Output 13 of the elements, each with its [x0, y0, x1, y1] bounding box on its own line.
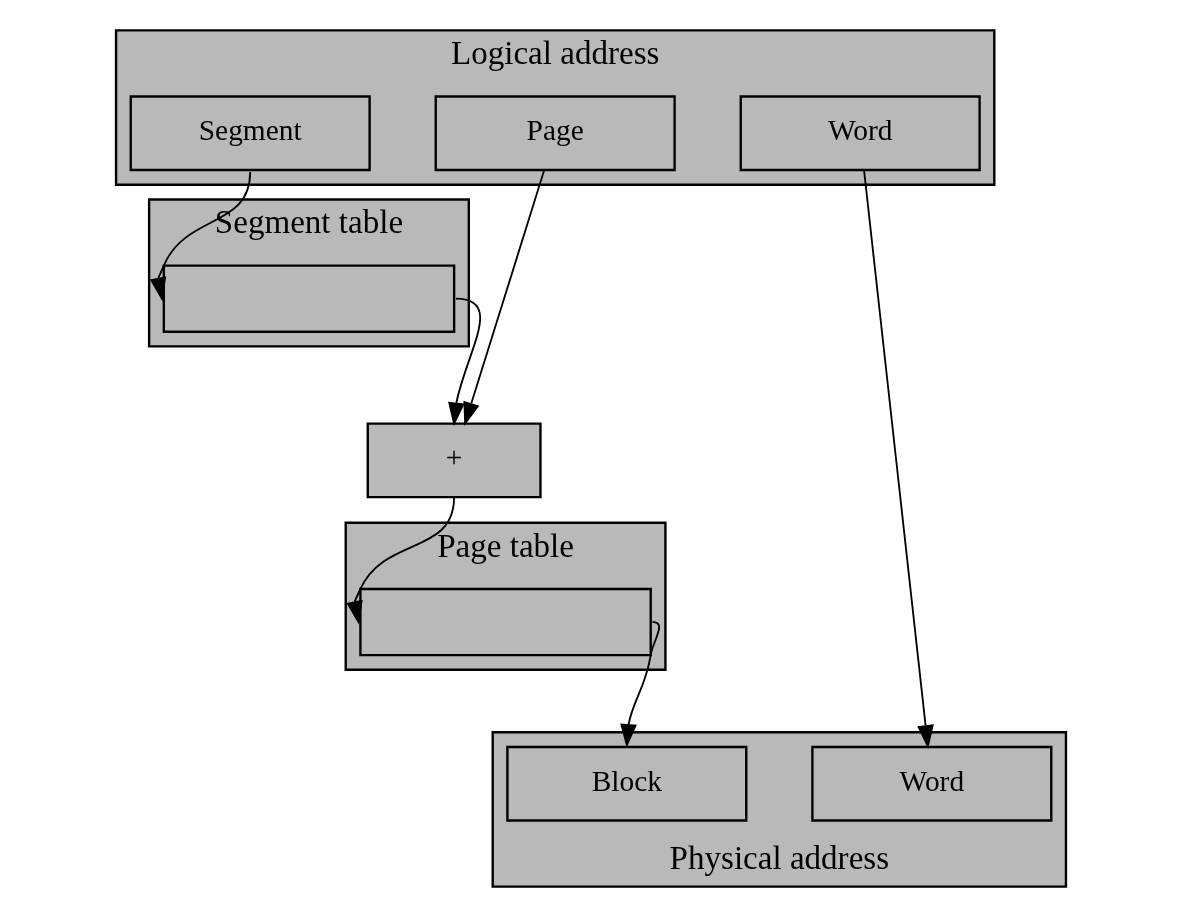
node-box: Word [739, 95, 981, 172]
node-box: Segment [129, 95, 371, 172]
arrow [149, 170, 251, 302]
arrow [345, 496, 455, 625]
node-box [358, 587, 652, 657]
arrow [862, 169, 934, 749]
arrow [619, 621, 660, 748]
arrow [447, 297, 481, 427]
node-box [162, 264, 455, 333]
node-box: + [366, 422, 542, 499]
node-box: Word [810, 745, 1052, 822]
node-box: Page [434, 95, 676, 172]
node-box: Block [505, 745, 747, 822]
